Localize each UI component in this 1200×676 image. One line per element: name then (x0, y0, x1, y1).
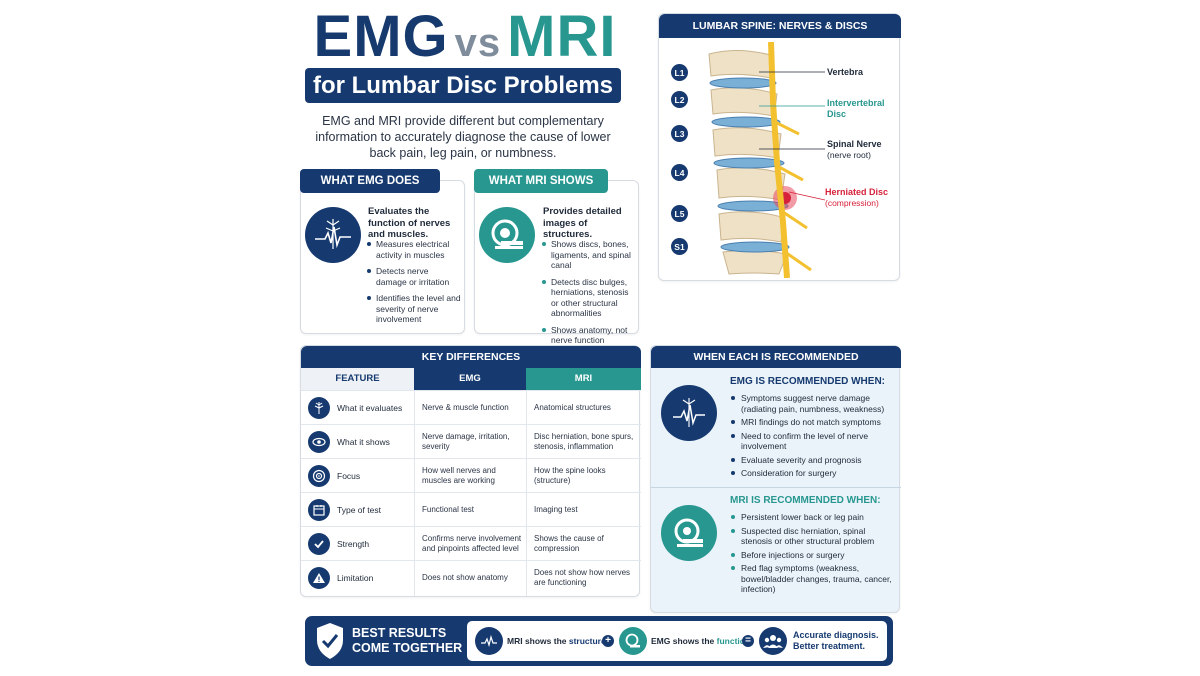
table-row: Focus How well nerves and muscles are wo… (301, 458, 641, 492)
spine-panel: LUMBAR SPINE: NERVES & DISCS L1 L2 L3 L4… (658, 13, 901, 281)
label-disc: Intervertebral Disc (827, 98, 885, 119)
mri-card-tag: WHAT MRI SHOWS (474, 169, 608, 193)
mri-recommend-list: Persistent lower back or leg pain Suspec… (730, 512, 896, 598)
row-mri: Does not show how nerves are functioning (534, 568, 631, 587)
row-emg: Nerve damage, irritation, severity (422, 432, 510, 451)
list-item: Before injections or surgery (730, 550, 896, 561)
nerve-icon (305, 207, 361, 263)
mri-card-bullets: Shows discs, bones, ligaments, and spina… (541, 239, 636, 352)
group-icon (759, 627, 787, 655)
emg-recommend-title: EMG IS RECOMMENDED WHEN: (730, 376, 885, 387)
mri-card-heading: Provides detailed images of structures. (543, 206, 622, 240)
list-item: Shows anatomy, not nerve function (541, 325, 636, 346)
row-emg: Nerve & muscle function (422, 403, 509, 412)
row-feature: Limitation (337, 573, 374, 583)
level-badge: L4 (671, 164, 688, 181)
list-item: Need to confirm the level of nerve invol… (730, 431, 896, 452)
label-vertebra: Vertebra (827, 67, 864, 77)
row-mri: Shows the cause of compression (534, 534, 604, 553)
column-header-feature: FEATURE (301, 368, 414, 390)
title-vs: vs (454, 21, 502, 65)
key-differences-title: KEY DIFFERENCES (301, 346, 641, 368)
best-results-banner: BEST RESULTS COME TOGETHER MRI shows the… (305, 616, 893, 666)
table-row: What it shows Nerve damage, irritation, … (301, 424, 641, 458)
result-text: Accurate diagnosis. Better treatment. (793, 630, 879, 651)
emg-card-tag: WHAT EMG DOES (300, 169, 440, 193)
column-header-mri: MRI (526, 368, 641, 390)
mri-scanner-icon (479, 207, 535, 263)
list-item: Measures electrical activity in muscles (366, 239, 461, 260)
spine-illustration (708, 42, 812, 278)
leader-lines (759, 71, 826, 201)
row-feature: Strength (337, 539, 370, 549)
mri-scanner-icon (619, 627, 647, 655)
check-icon (308, 533, 330, 555)
calendar-icon (308, 499, 330, 521)
row-mri: Anatomical structures (534, 403, 611, 412)
row-emg: How well nerves and muscles are working (422, 466, 496, 485)
when-recommended-title: WHEN EACH IS RECOMMENDED (651, 346, 901, 368)
emg-recommend-list: Symptoms suggest nerve damage (radiating… (730, 393, 896, 482)
when-recommended-panel: WHEN EACH IS RECOMMENDED EMG IS RECOMMEN… (650, 345, 901, 613)
table-row: Limitation Does not show anatomy Does no… (301, 560, 641, 594)
mri-recommend-title: MRI IS RECOMMENDED WHEN: (730, 495, 881, 506)
intro-text: EMG and MRI provide different but comple… (315, 114, 611, 160)
list-item: Red flag symptoms (weakness, bowel/bladd… (730, 563, 896, 595)
row-emg: Functional test (422, 505, 475, 514)
warning-icon (308, 567, 330, 589)
emg-function-text: EMG shows the function. (651, 636, 753, 646)
row-mri: How the spine looks (structure) (534, 466, 606, 485)
emg-card-bullets: Measures electrical activity in muscles … (366, 239, 461, 331)
shield-icon (317, 623, 343, 659)
banner-heading: BEST RESULTS COME TOGETHER (352, 626, 463, 655)
label-herniated-disc: Herniated Disc (compression) (825, 187, 889, 208)
row-emg: Confirms nerve involvement and pinpoints… (422, 534, 522, 553)
level-badge: L1 (671, 64, 688, 81)
label-spinal-nerve: Spinal Nerve (nerve root) (827, 139, 882, 160)
title-emg: EMG (313, 4, 449, 69)
mri-scanner-icon (661, 505, 717, 561)
nerve-icon (308, 397, 330, 419)
title-mri: MRI (507, 4, 617, 69)
list-item: Identifies the level and severity of ner… (366, 293, 461, 325)
subtitle-banner: for Lumbar Disc Problems (305, 68, 621, 103)
row-feature: What it evaluates (337, 403, 403, 413)
level-badge: L2 (671, 91, 688, 108)
list-item: Consideration for surgery (730, 468, 896, 479)
nerve-icon (475, 627, 503, 655)
list-item: Evaluate severity and prognosis (730, 455, 896, 466)
level-badge: L3 (671, 125, 688, 142)
banner-equation: MRI shows the structure. + EMG shows the… (467, 621, 887, 661)
row-mri: Imaging test (534, 505, 578, 514)
list-item: Symptoms suggest nerve damage (radiating… (730, 393, 896, 414)
spine-panel-title: LUMBAR SPINE: NERVES & DISCS (659, 14, 901, 38)
eye-icon (308, 431, 330, 453)
row-feature: Focus (337, 471, 361, 481)
level-badge: L5 (671, 205, 688, 222)
list-item: Shows discs, bones, ligaments, and spina… (541, 239, 636, 271)
list-item: Detects nerve damage or irritation (366, 266, 461, 287)
list-item: MRI findings do not match symptoms (730, 417, 896, 428)
level-badge: S1 (671, 238, 688, 255)
row-feature: What it shows (337, 437, 390, 447)
row-mri: Disc herniation, bone spurs, stenosis, i… (534, 432, 634, 451)
list-item: Detects disc bulges, herniations, stenos… (541, 277, 636, 319)
row-emg: Does not show anatomy (422, 573, 508, 582)
column-header-emg: EMG (414, 368, 526, 390)
row-feature: Type of test (337, 505, 381, 515)
table-row: Type of test Functional test Imaging tes… (301, 492, 641, 526)
key-differences-table: KEY DIFFERENCES FEATURE EMG MRI What it … (300, 345, 641, 597)
emg-card-heading: Evaluates the function of nerves and mus… (368, 206, 451, 240)
plus-icon: + (602, 635, 614, 647)
mri-structure-text: MRI shows the structure. (507, 636, 609, 646)
list-item: Suspected disc herniation, spinal stenos… (730, 526, 896, 547)
nerve-icon (661, 385, 717, 441)
table-row: What it evaluates Nerve & muscle functio… (301, 390, 641, 424)
equals-icon: = (742, 635, 754, 647)
table-row: Strength Confirms nerve involvement and … (301, 526, 641, 560)
target-icon (308, 465, 330, 487)
list-item: Persistent lower back or leg pain (730, 512, 896, 523)
